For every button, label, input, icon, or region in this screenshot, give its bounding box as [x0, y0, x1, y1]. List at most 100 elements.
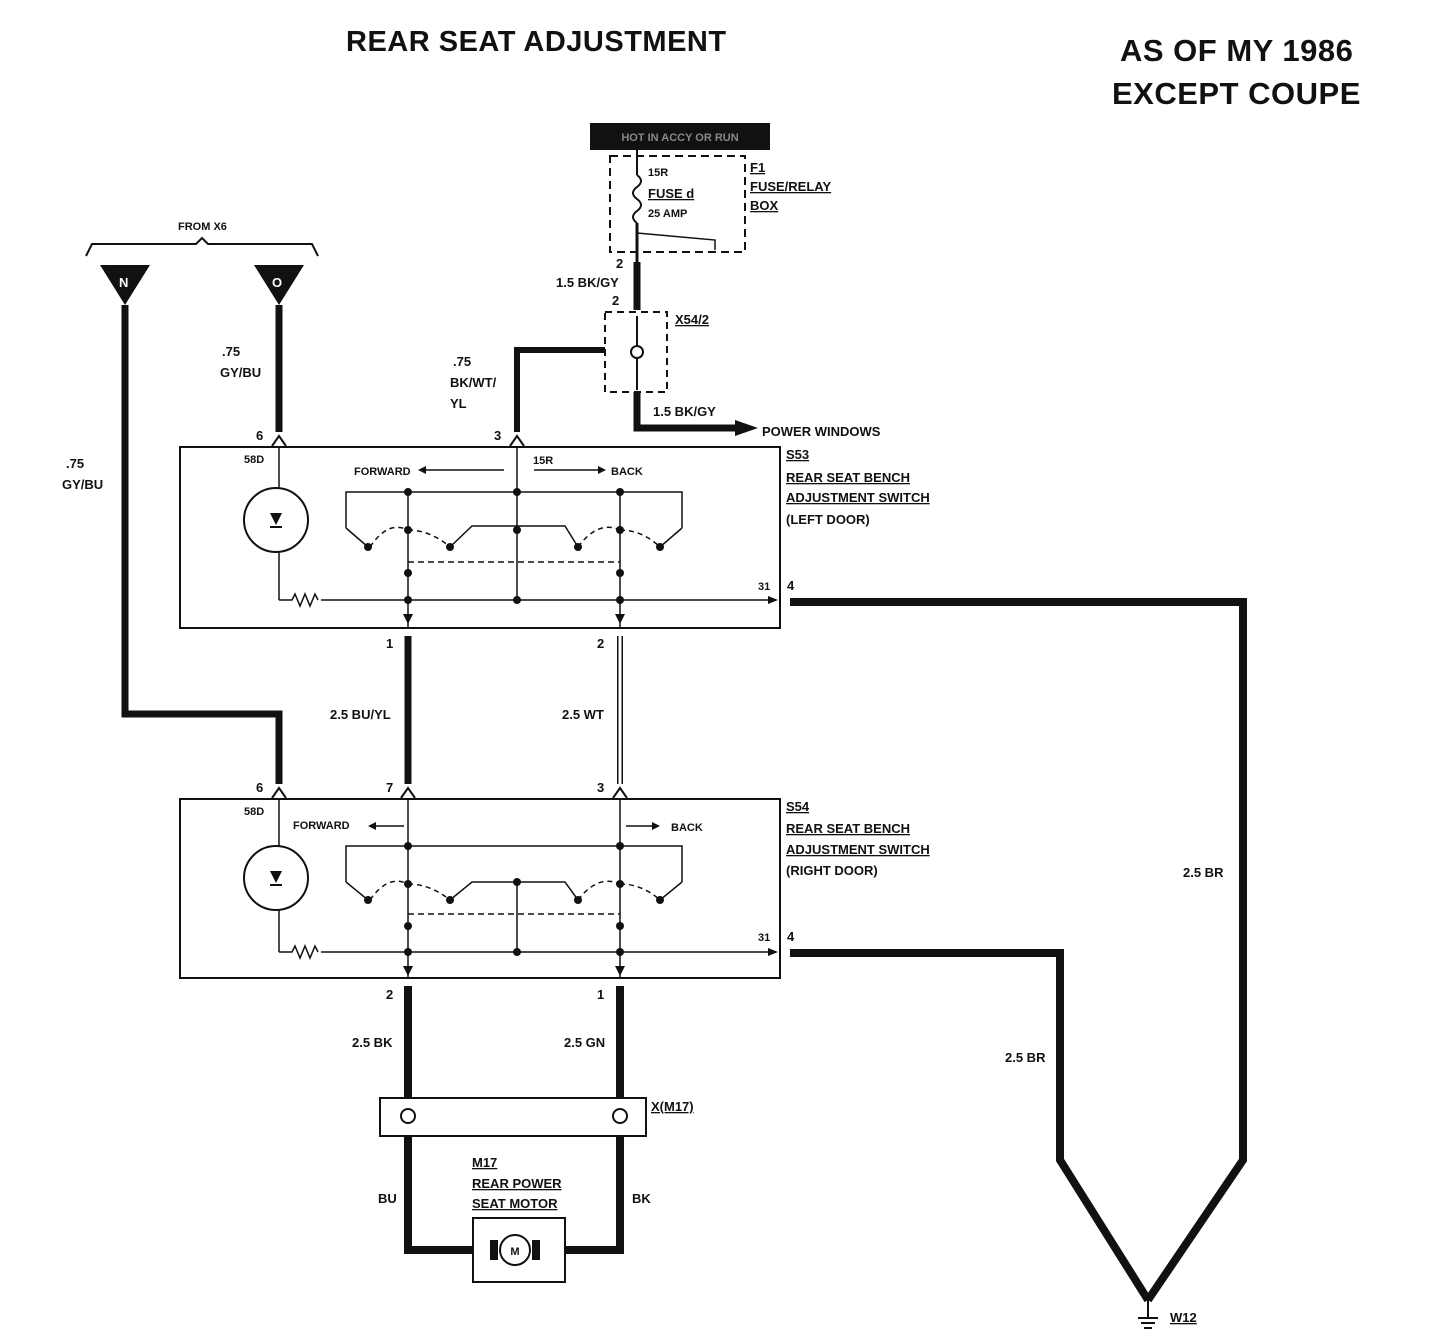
applicability-body: EXCEPT COUPE [1112, 76, 1361, 111]
wire-label-bk-wt-yl-1: .75 [453, 354, 471, 369]
s53-out-1-arrow [403, 614, 413, 624]
s54-pin-2: 2 [386, 987, 393, 1002]
s54-pin-1: 1 [597, 987, 604, 1002]
power-windows-arrow [735, 420, 758, 436]
s54-blade-right-2 [619, 883, 661, 901]
wire-label-bk: 2.5 BK [352, 1035, 393, 1050]
s53-term-58d: 58D [244, 454, 264, 466]
wire-motor-bu [404, 1136, 490, 1254]
power-windows-label: POWER WINDOWS [762, 424, 881, 439]
wire-br-s54-ground [790, 949, 1152, 1303]
wire-label-gn: 2.5 GN [564, 1035, 605, 1050]
diagram-title: REAR SEAT ADJUSTMENT [346, 26, 727, 58]
s54-name-2: ADJUSTMENT SWITCH [786, 842, 930, 857]
wire-label-gy-bu-s53-2: GY/BU [220, 365, 261, 380]
s53-name-2: ADJUSTMENT SWITCH [786, 490, 930, 505]
connector-o-label: O [272, 275, 282, 290]
s53-pin-4: 4 [787, 578, 795, 593]
s53-blade-left-1 [369, 526, 409, 548]
s53-junction-dots [364, 488, 664, 604]
motor-symbol: M [510, 1246, 519, 1258]
motor-brush-right [532, 1240, 540, 1260]
s54-lamp-led-icon [270, 871, 282, 883]
s53-term-15r: 15R [533, 455, 553, 467]
s54-pin-7-terminal [400, 786, 416, 799]
connector-o [254, 265, 304, 305]
s54-pin-3: 3 [597, 780, 604, 795]
fuse-box-id: F1 [750, 160, 765, 175]
s54-back-arrowhead [652, 822, 660, 830]
s54-back-label: BACK [671, 822, 703, 834]
from-x6-label: FROM X6 [178, 221, 227, 233]
s53-location: (LEFT DOOR) [786, 512, 870, 527]
motor-name-2: SEAT MOTOR [472, 1196, 558, 1211]
switch-s54-box [179, 798, 781, 979]
s54-id: S54 [786, 799, 810, 814]
motor-brush-left [490, 1240, 498, 1260]
connector-n [100, 265, 150, 305]
s54-name-1: REAR SEAT BENCH [786, 821, 910, 836]
connector-xm17 [379, 1097, 647, 1137]
s54-pin-4: 4 [787, 929, 795, 944]
fuse-out-pin: 2 [616, 256, 623, 271]
s54-pin-6: 6 [256, 780, 263, 795]
s53-blade-right-2 [619, 529, 661, 548]
wire-label-gy-bu-s53-1: .75 [222, 344, 240, 359]
wire-br-s53-ground [790, 598, 1247, 1303]
s54-pin-6-terminal [271, 786, 287, 799]
wire-gy-bu-s54 [121, 305, 283, 784]
power-source-banner [590, 123, 770, 150]
s53-pin-6: 6 [256, 428, 263, 443]
s53-out-2-arrow [615, 614, 625, 624]
s54-contact-a [345, 881, 369, 901]
fuse-rating: 25 AMP [648, 208, 687, 220]
xm17-label: X(M17) [651, 1099, 694, 1114]
x54-pin-top: 2 [612, 293, 619, 308]
s53-center-bar [449, 525, 579, 548]
s53-contact-a [345, 527, 369, 548]
s54-forward-arrowhead [368, 822, 376, 830]
s54-ground-arrow [768, 948, 778, 956]
wire-label-motor-bk: BK [632, 1191, 651, 1206]
wire-label-bk-gy-power: 1.5 BK/GY [653, 404, 716, 419]
s53-pin-2: 2 [597, 636, 604, 651]
s53-back-label: BACK [611, 466, 643, 478]
applicability-model-year: AS OF MY 1986 [1120, 33, 1354, 68]
from-x6-bracket [85, 236, 319, 257]
s53-ground-arrow [768, 596, 778, 604]
s53-pin-1: 1 [386, 636, 393, 651]
s53-resistor-icon [279, 592, 319, 608]
s53-contact-d [659, 527, 683, 548]
wire-label-gy-bu-s54-1: .75 [66, 456, 84, 471]
s54-feed-bar [345, 845, 683, 882]
wire-bk-gy-power-windows [633, 392, 735, 432]
fuse-box-name-1: FUSE/RELAY [750, 179, 831, 194]
power-source-label: HOT IN ACCY OR RUN [621, 132, 738, 144]
s54-blade-right-1 [577, 880, 621, 901]
s53-forward-label: FORWARD [354, 466, 411, 478]
s54-location: (RIGHT DOOR) [786, 863, 878, 878]
xm17-pin-right [612, 1108, 628, 1124]
ground-w12-label: W12 [1170, 1310, 1197, 1325]
s54-junction-dots [364, 842, 664, 956]
wire-label-bu-yl: 2.5 BU/YL [330, 707, 391, 722]
wire-label-br-lower: 2.5 BR [1005, 1050, 1046, 1065]
s53-pin-3: 3 [494, 428, 501, 443]
x54-splice-point [630, 345, 644, 359]
s54-center-bar [449, 881, 579, 901]
s54-forward-label: FORWARD [293, 820, 350, 832]
fuse-symbol [632, 174, 642, 224]
s53-blade-right-1 [577, 526, 621, 548]
connector-n-label: N [119, 275, 128, 290]
wire-bk-wt-yl [514, 347, 605, 432]
fuse-terminal-15r: 15R [648, 167, 668, 179]
s54-term-58d: 58D [244, 806, 264, 818]
s54-term-31: 31 [758, 932, 770, 944]
motor-name-1: REAR POWER [472, 1176, 562, 1191]
s53-back-arrowhead [598, 466, 606, 474]
motor-icon [499, 1234, 531, 1266]
wire-label-bk-gy-top: 1.5 BK/GY [556, 275, 619, 290]
wire-label-gy-bu-s54-2: GY/BU [62, 477, 103, 492]
s53-id: S53 [786, 447, 809, 462]
s53-name-1: REAR SEAT BENCH [786, 470, 910, 485]
